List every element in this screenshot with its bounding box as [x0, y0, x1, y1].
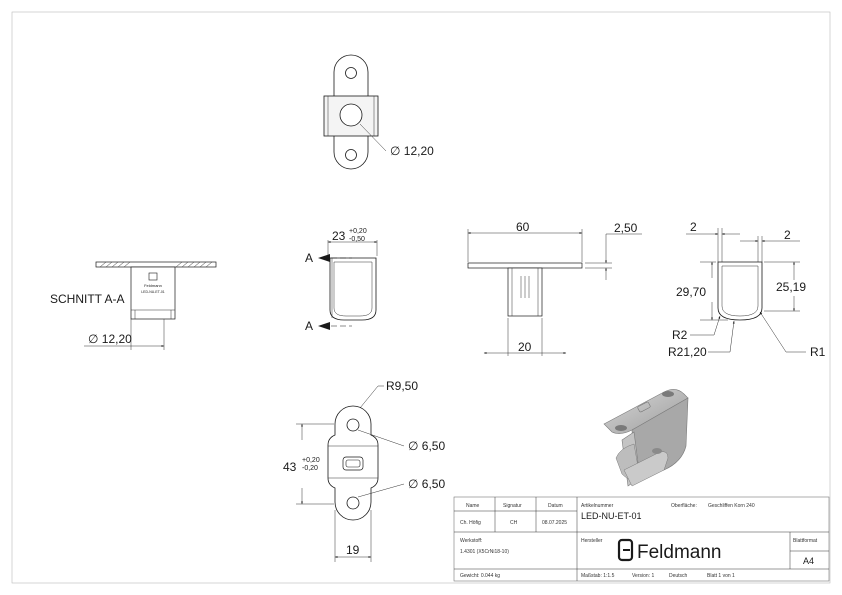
side-view: 60 2,50 20: [467, 220, 642, 356]
section-title: SCHNITT A-A: [50, 292, 124, 306]
tb-drawn-signature: CH: [510, 520, 518, 526]
detail-r-large-label: R21,20: [668, 345, 707, 359]
tb-article-label: Artikelnummer: [581, 503, 614, 509]
title-block: Name Signatur Datum Ch. Höfig CH 08.07.2…: [453, 496, 830, 582]
detail-height-left-label: 29,70: [676, 285, 706, 299]
flat-tol-minus: -0,20: [302, 465, 318, 472]
flat-pattern-view: R9,50 ∅ 6,50 ∅ 6,50 43 +0,20 -0,20 19: [283, 379, 445, 562]
tb-header-name: Name: [466, 503, 480, 509]
flat-height-label: 43: [283, 460, 297, 474]
tb-format-value: A4: [803, 556, 814, 566]
tb-header-signature: Signatur: [503, 503, 522, 509]
top-bore-circle: [339, 103, 363, 127]
tb-sheet: Blatt 1 von 1: [707, 573, 735, 579]
front-view: 23 +0,20 -0,50 A A: [305, 228, 378, 333]
tb-article-number: LED-NU-ET-01: [581, 511, 642, 521]
tb-surface-label: Oberfläche:: [671, 503, 697, 509]
section-engrave-code: LED-NU-ET-01: [141, 290, 165, 294]
tb-manufacturer-label: Hersteller: [581, 538, 603, 544]
tb-scale: Maßstab: 1:1.5: [581, 573, 615, 579]
front-tol-plus: +0,20: [349, 228, 367, 235]
side-length-label: 60: [516, 220, 530, 234]
tb-format-label: Blattformat: [793, 538, 818, 544]
flat-radius-label: R9,50: [386, 379, 418, 393]
detail-r-outer-label: R1: [810, 345, 826, 359]
flat-hole-bottom: [346, 496, 360, 510]
top-bore-label: ∅ 12,20: [390, 144, 434, 158]
detail-r-small-label: R2: [672, 328, 688, 342]
section-marker-a-top: A: [305, 251, 313, 265]
tb-surface-value: Geschliffen Korn 240: [708, 503, 755, 509]
detail-wall-right-label: 2: [784, 228, 791, 242]
feldmann-logo: Feldmann: [617, 538, 722, 563]
tb-material-value: 1.4301 (X5CrNi18-10): [460, 549, 509, 555]
flat-width-label: 19: [346, 543, 360, 557]
sheet-border: [11, 11, 831, 584]
section-view: Feldmann LED-NU-ET-01 SCHNITT A-A ∅ 12,2…: [50, 261, 217, 350]
front-width-label: 23: [332, 229, 346, 243]
front-tol-minus: -0,50: [349, 236, 365, 243]
section-marker-a-bottom: A: [305, 319, 313, 333]
flat-hole-bottom-label: ∅ 6,50: [408, 477, 445, 491]
side-thickness-label: 2,50: [614, 221, 638, 235]
tb-drawn-date: 08.07.2025: [542, 520, 567, 526]
flat-hole-top-label: ∅ 6,50: [408, 439, 445, 453]
tb-material-label: Werkstoff:: [460, 538, 482, 544]
detail-view: 2 2 29,70 25,19 R2 R21,20 R1: [668, 220, 826, 359]
tb-version: Version: 1: [632, 573, 654, 579]
section-engrave-logo: Feldmann: [144, 283, 162, 288]
isometric-3d-view: [603, 389, 689, 487]
top-view: ∅ 12,20: [323, 54, 434, 170]
tb-language: Deutsch: [669, 573, 688, 579]
logo-text: Feldmann: [637, 542, 722, 563]
detail-wall-left-label: 2: [690, 220, 697, 234]
tb-weight: Gewicht: 0.044 kg: [460, 573, 500, 579]
tb-header-date: Datum: [548, 503, 563, 509]
flat-hole-top: [346, 418, 360, 432]
tb-drawn-name: Ch. Höfig: [460, 520, 481, 526]
side-inner-label: 20: [518, 340, 532, 354]
flat-tol-plus: +0,20: [302, 457, 320, 464]
section-bore-label: ∅ 12,20: [88, 332, 132, 346]
detail-height-right-label: 25,19: [776, 280, 806, 294]
